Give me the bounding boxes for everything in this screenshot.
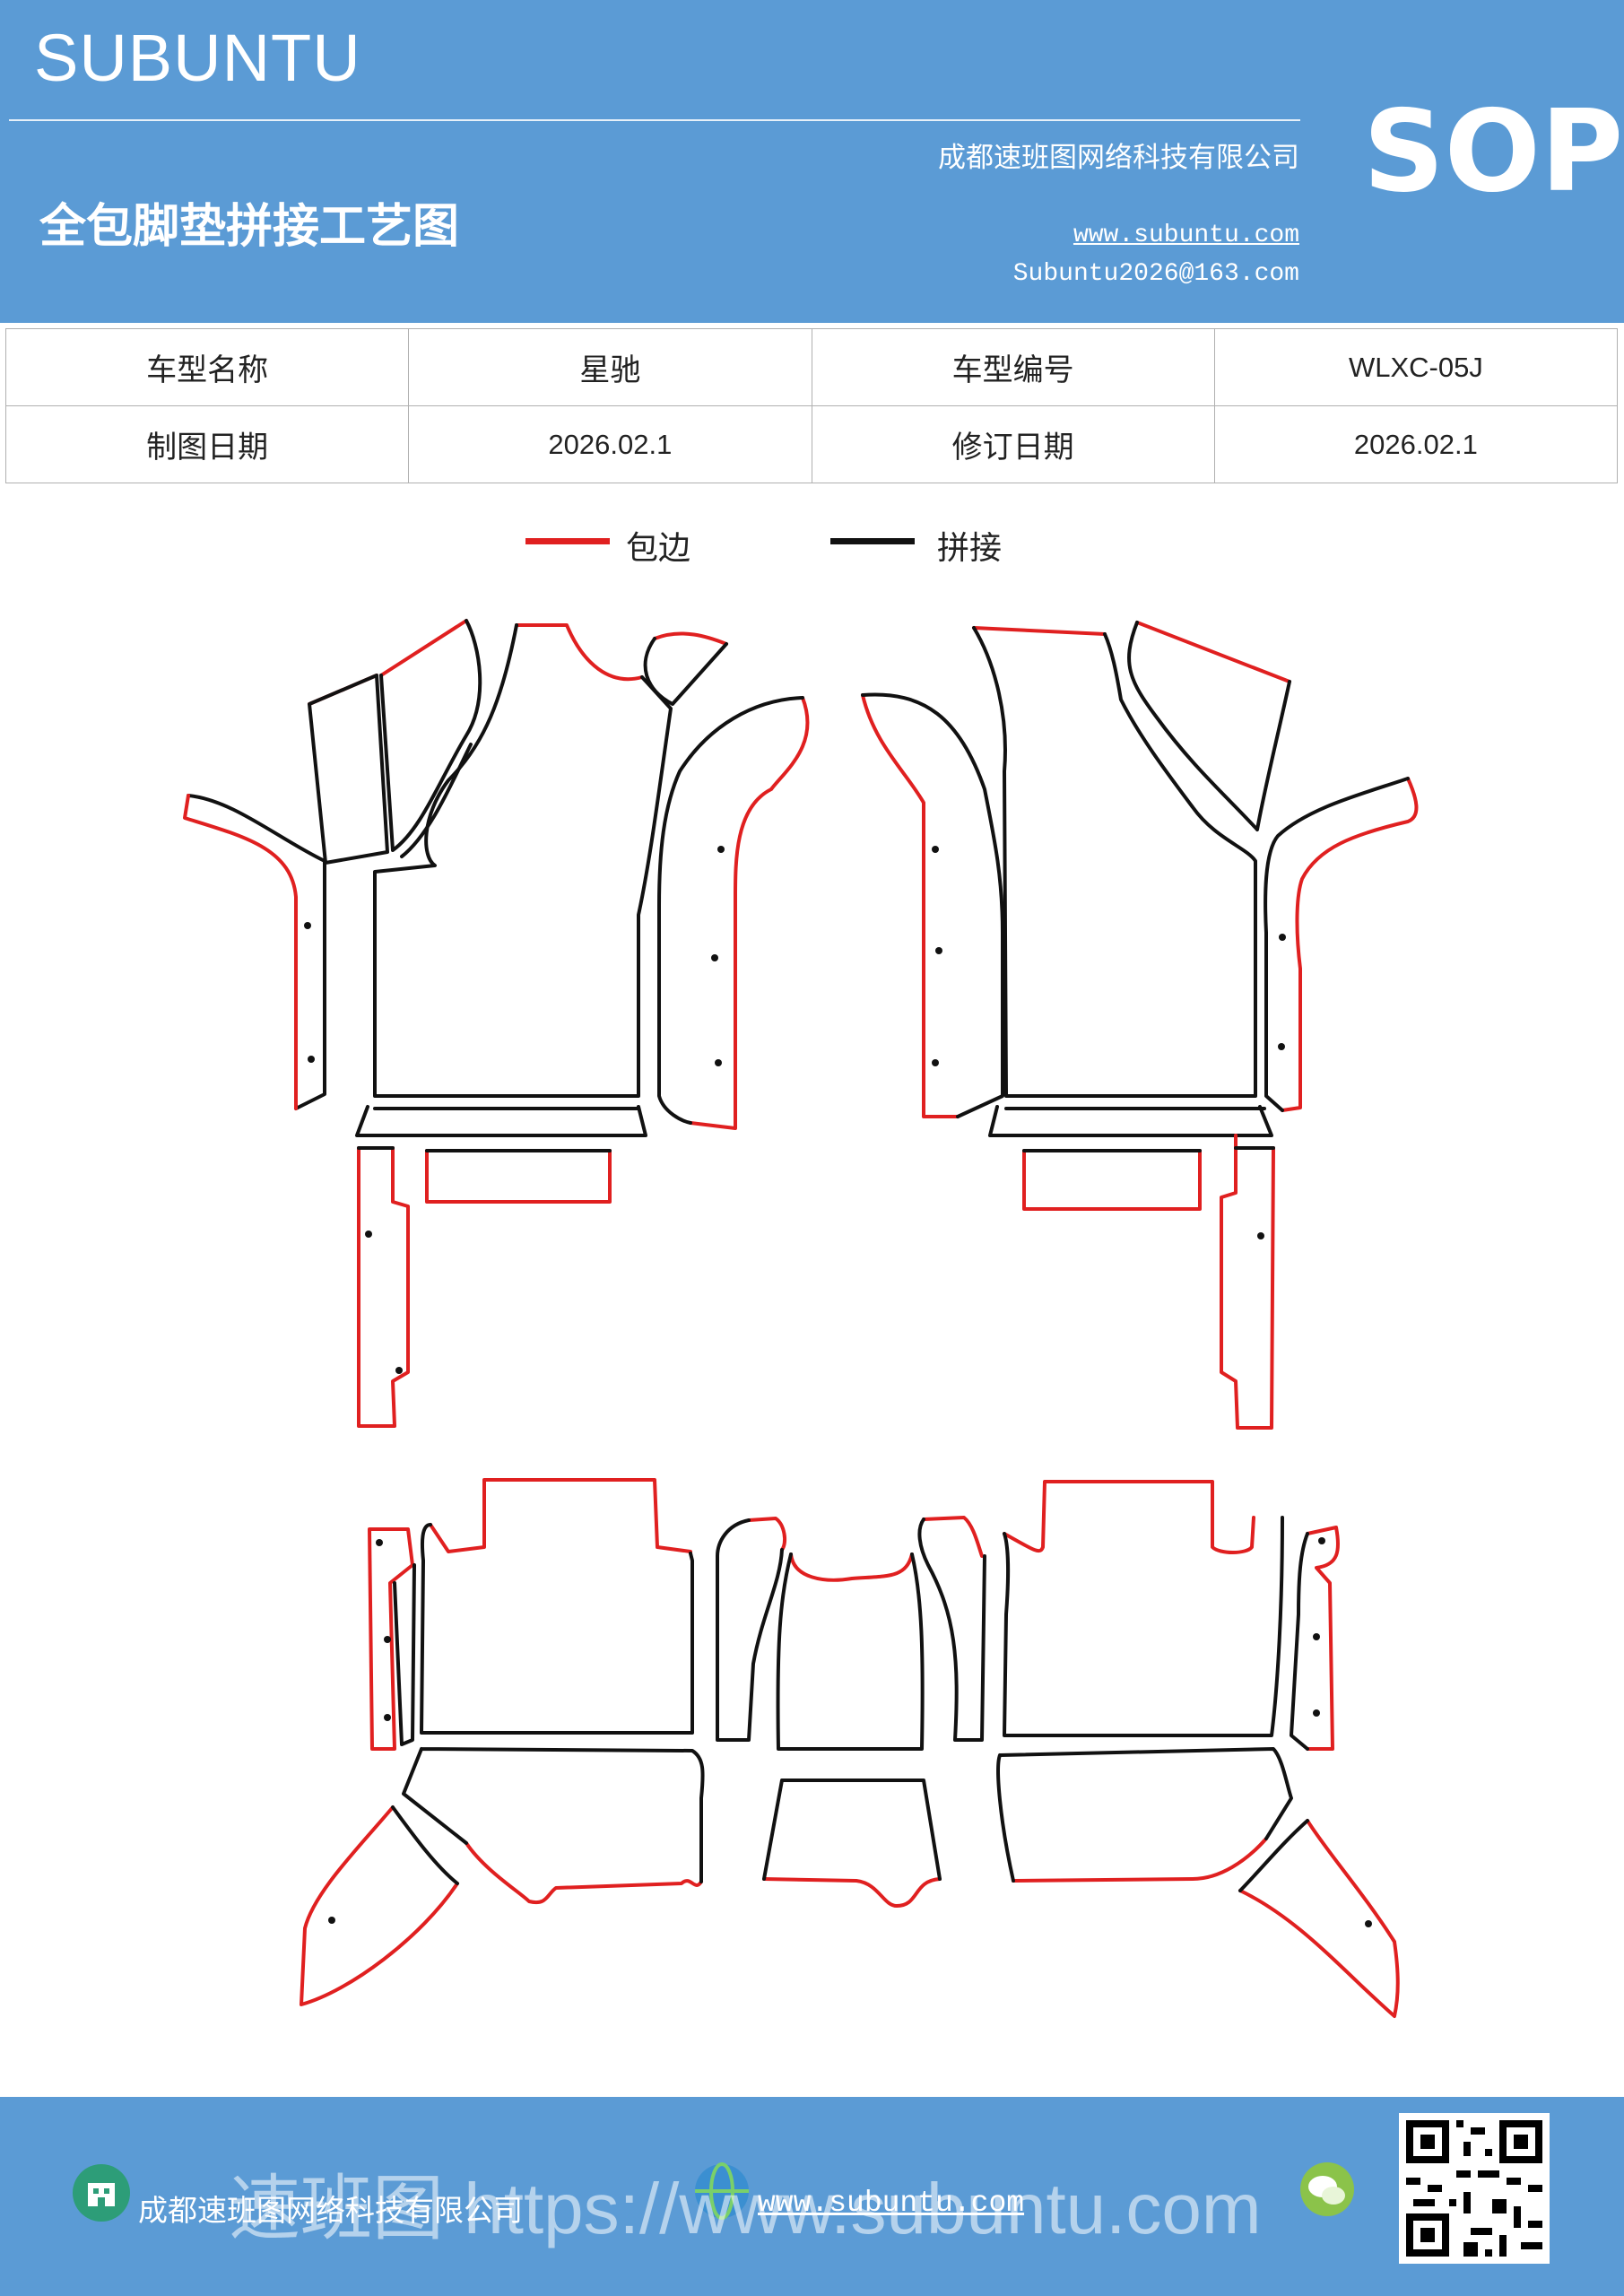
website-link[interactable]: www.subuntu.com (1073, 222, 1299, 249)
model-name-label: 车型名称 (4, 328, 410, 406)
model-code-label: 车型编号 (811, 328, 1215, 406)
qr-code (1399, 2113, 1550, 2264)
footer-website-link[interactable]: www.subuntu.com (758, 2187, 1025, 2220)
front-left-mat-group (183, 619, 810, 1428)
revision-date-label: 修订日期 (811, 405, 1215, 483)
company-name: 成都速班图网络科技有限公司 (938, 142, 1299, 174)
rear-right-mat-group (996, 1480, 1400, 2018)
document-title: 全包脚垫拼接工艺图 (39, 199, 460, 254)
legend-label-binding: 包边 (626, 530, 691, 567)
model-code-value: WLXC-05J (1213, 328, 1619, 406)
header-banner: SUBUNTU 全包脚垫拼接工艺图 成都速班图网络科技有限公司 www.subu… (0, 0, 1624, 323)
draw-date-label: 制图日期 (4, 405, 410, 483)
rear-center-mat-group (716, 1516, 986, 1908)
legend-red-line (525, 538, 610, 544)
legend-label-splice: 拼接 (937, 530, 1003, 567)
email-address[interactable]: Subuntu2026@163.com (1012, 260, 1299, 288)
footer-company-name: 成都速班图网络科技有限公司 (138, 2193, 523, 2228)
globe-icon (695, 2162, 749, 2220)
vehicle-info-table: 车型名称 星驰 车型编号 WLXC-05J 制图日期 2026.02.1 修订日… (4, 328, 1619, 483)
footer-watermark-overlay: 速班图 https://www.subuntu.com (229, 2169, 1262, 2248)
wechat-icon (1300, 2162, 1354, 2216)
table-row: 车型名称 星驰 车型编号 WLXC-05J (4, 328, 1619, 406)
revision-date-value: 2026.02.1 (1213, 405, 1619, 483)
building-icon (73, 2164, 130, 2222)
legend-black-line (830, 538, 915, 544)
footer-banner: 成都速班图网络科技有限公司 www.subuntu.com 速班图 https:… (0, 2097, 1624, 2296)
brand-name: SUBUNTU (34, 21, 361, 95)
header-divider (9, 119, 1300, 121)
table-row: 制图日期 2026.02.1 修订日期 2026.02.1 (4, 405, 1619, 483)
model-name-value: 星驰 (408, 328, 812, 406)
sop-badge: SOP (1363, 85, 1624, 217)
rear-left-mat-group (300, 1478, 705, 2006)
floor-mat-diagram (183, 619, 1419, 2018)
draw-date-value: 2026.02.1 (408, 405, 812, 483)
front-right-mat-group (861, 621, 1419, 1430)
legend: 包边 拼接 (0, 522, 1624, 576)
